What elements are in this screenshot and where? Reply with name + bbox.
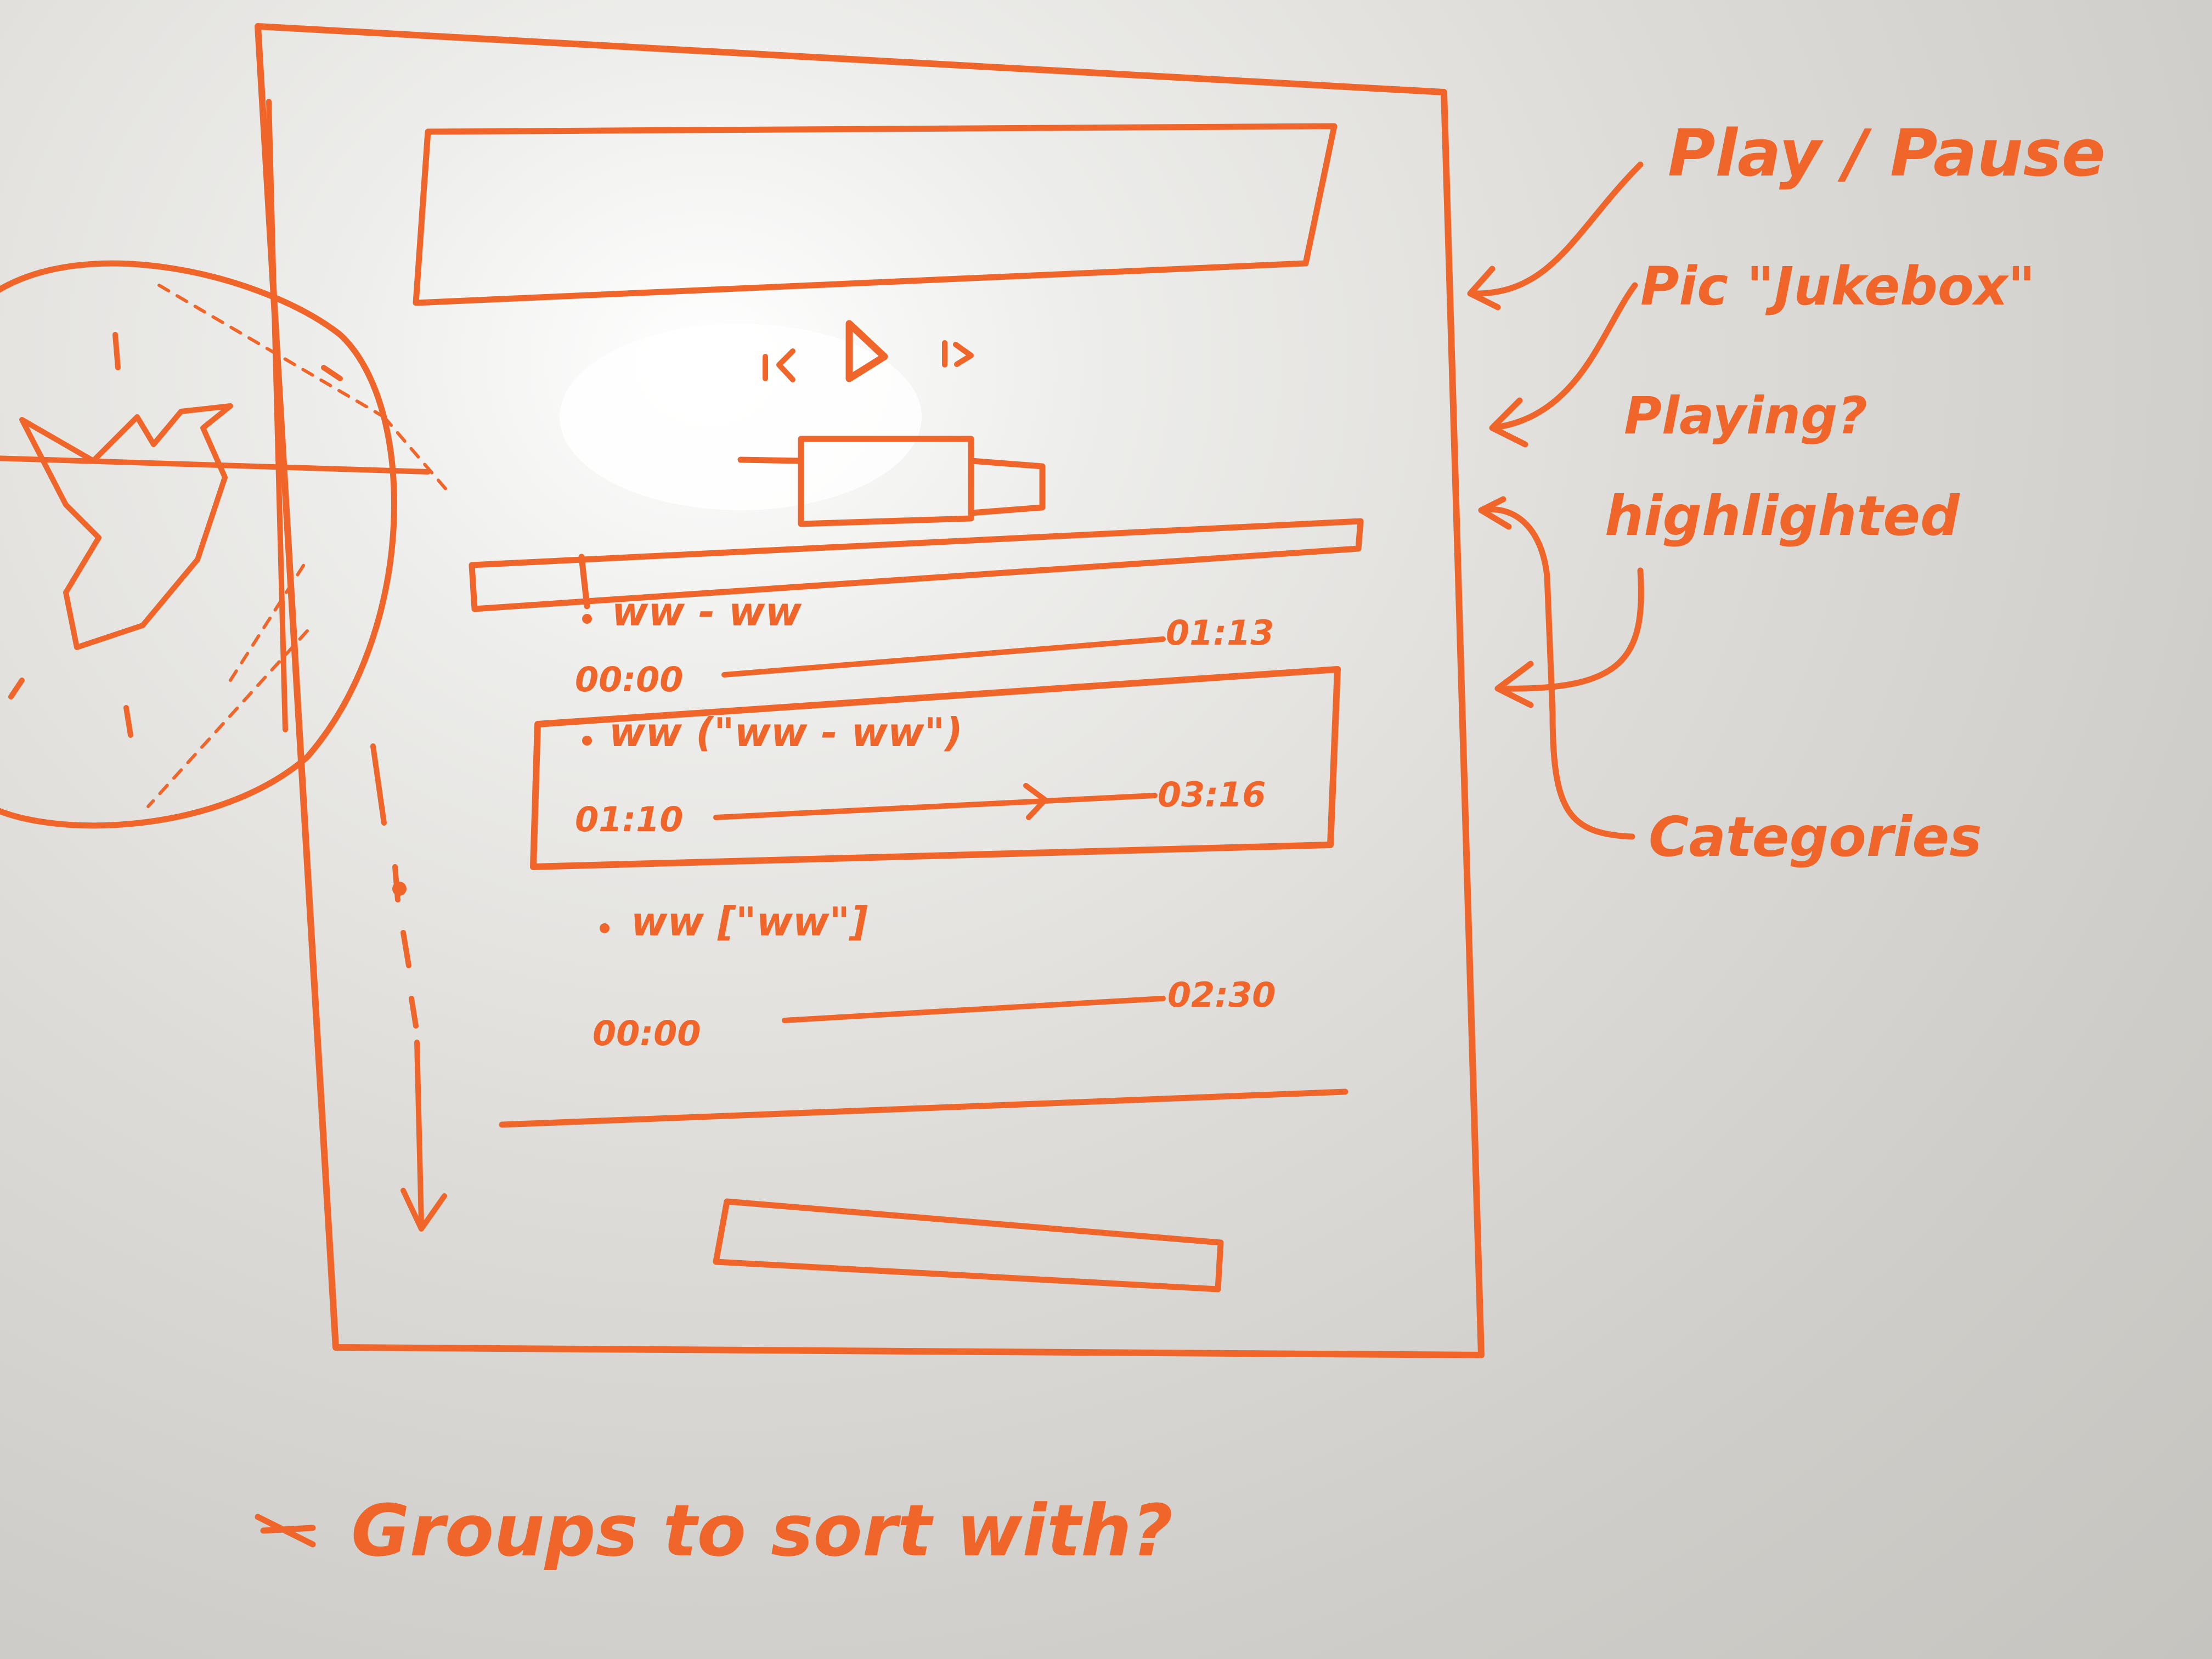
annotation-playing: Playing? bbox=[1624, 386, 1867, 446]
track-start-time: 00:00 bbox=[592, 1013, 701, 1053]
play-icon[interactable] bbox=[845, 320, 888, 382]
transport-controls bbox=[763, 320, 974, 382]
track-end-time: 03:16 bbox=[1158, 775, 1266, 815]
twitter-bird-icon bbox=[0, 99, 452, 829]
annotation-arrow bbox=[1489, 282, 1638, 448]
annotation-arrow bbox=[1478, 496, 1635, 840]
track-progress-line[interactable] bbox=[713, 793, 1158, 820]
footer-bar bbox=[713, 1198, 1224, 1293]
volume-slider[interactable] bbox=[469, 518, 1364, 612]
track-progress-line[interactable] bbox=[721, 636, 1166, 678]
annotation-arrow bbox=[1467, 161, 1644, 311]
list-item-highlighted[interactable]: ww ("ww - ww") 01:10 03:16 bbox=[530, 666, 1341, 870]
divider bbox=[499, 1088, 1348, 1128]
annotation-arrow bbox=[1494, 567, 1644, 708]
annotation-categories: Categories bbox=[1649, 805, 1982, 869]
header-bar bbox=[413, 123, 1338, 306]
track-bullet bbox=[582, 736, 592, 746]
track-start-time: 00:00 bbox=[575, 659, 683, 699]
scroll-arrow bbox=[370, 743, 447, 1232]
annotation-play-pause: Play / Pause bbox=[1668, 115, 2106, 191]
list-item[interactable]: ww ["ww"] 00:00 02:30 bbox=[592, 899, 1276, 1053]
track-start-time: 01:10 bbox=[575, 799, 683, 839]
app-frame bbox=[255, 23, 1485, 1358]
track-end-time: 01:13 bbox=[1166, 613, 1274, 653]
track-progress-line[interactable] bbox=[782, 996, 1166, 1023]
jukebox-picture bbox=[737, 436, 1046, 527]
track-title: ww ["ww"] bbox=[631, 899, 868, 945]
previous-icon[interactable] bbox=[763, 348, 795, 382]
track-bullet bbox=[600, 923, 610, 933]
track-title: ww - ww bbox=[612, 589, 802, 635]
annotation-jukebox: Pic "Jukebox" bbox=[1640, 256, 2035, 317]
list-item[interactable]: ww - ww 00:00 01:13 bbox=[575, 589, 1274, 699]
track-bullet bbox=[582, 614, 592, 624]
highlight-box bbox=[530, 666, 1341, 870]
next-icon[interactable] bbox=[942, 340, 974, 368]
annotation-highlighted: highlighted bbox=[1605, 484, 1960, 548]
track-end-time: 02:30 bbox=[1167, 975, 1276, 1015]
star-icon bbox=[255, 1514, 316, 1548]
glare bbox=[560, 324, 922, 510]
progress-marker[interactable] bbox=[1023, 783, 1048, 820]
footer-note: Groups to sort with? bbox=[351, 1489, 1173, 1572]
track-title: ww ("ww - ww") bbox=[609, 709, 963, 755]
